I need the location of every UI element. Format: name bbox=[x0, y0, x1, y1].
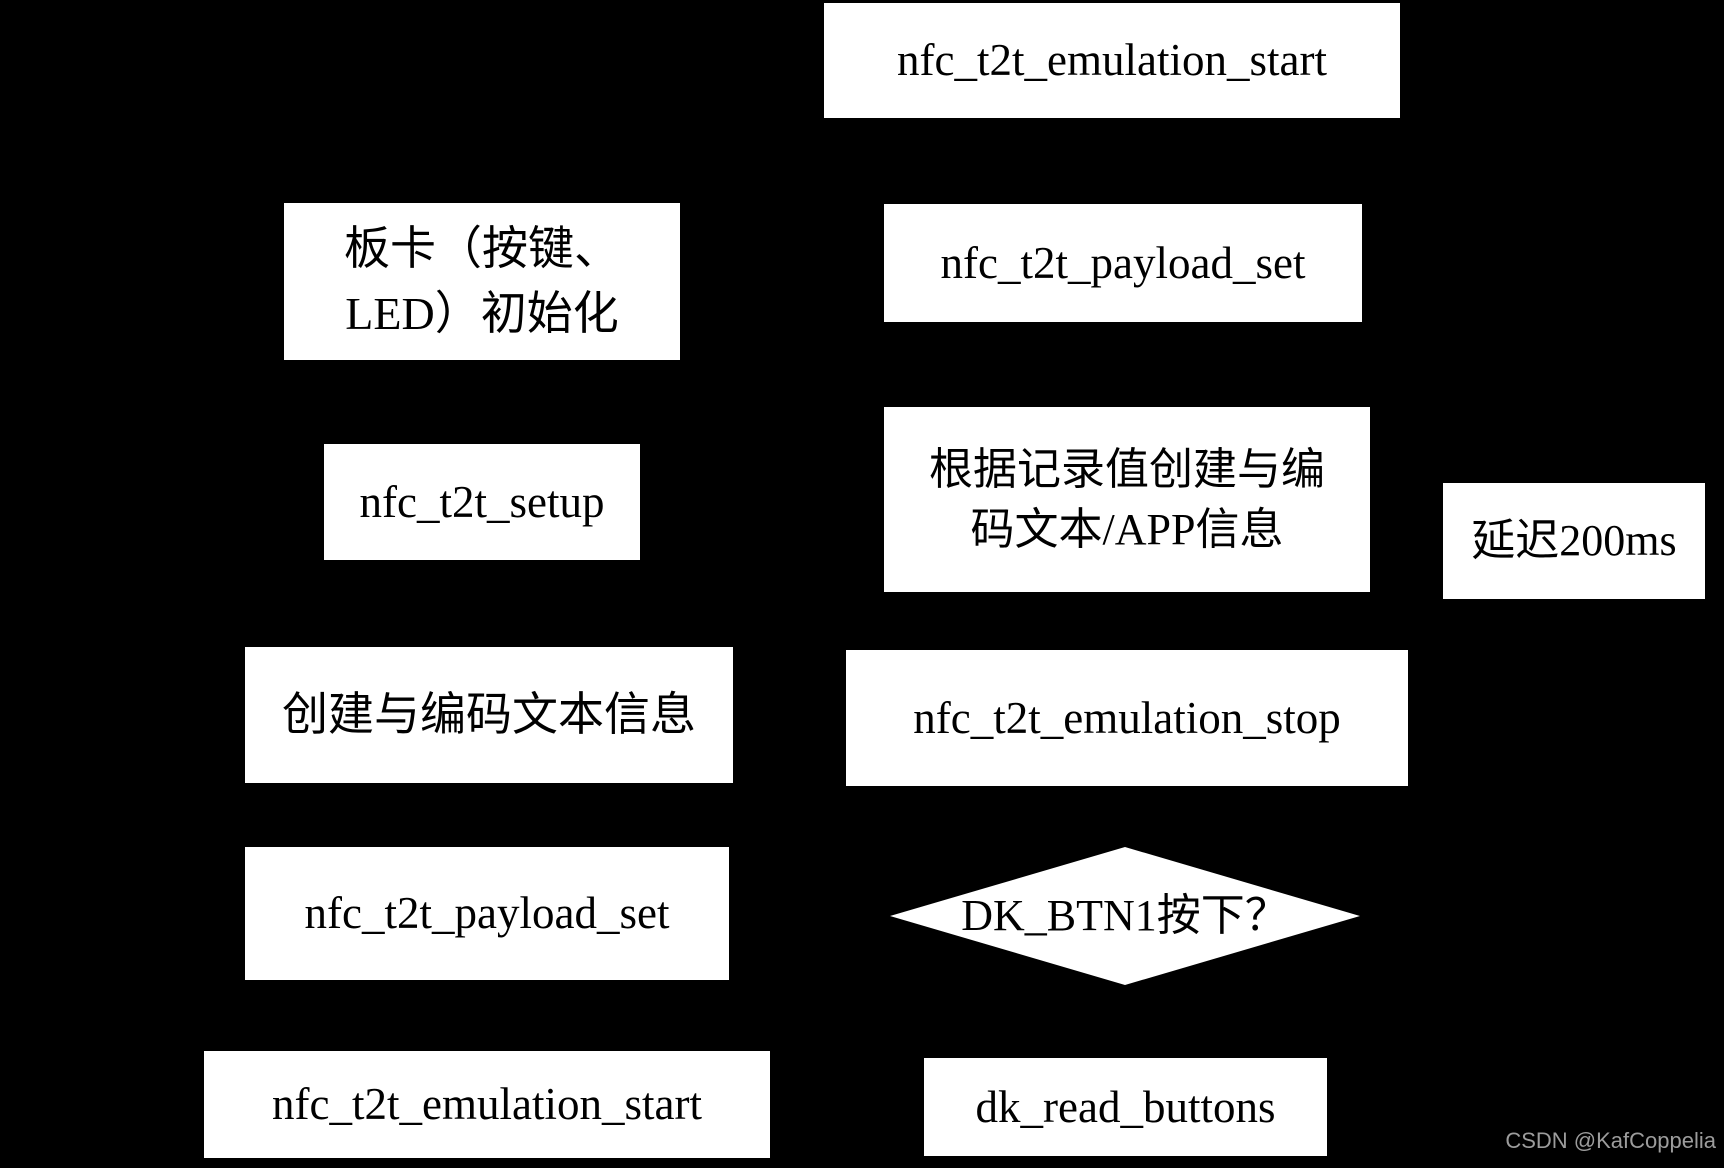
flow-node-nfc-setup: nfc_t2t_setup bbox=[324, 444, 640, 560]
flow-node-board-init: 板卡（按键、 LED）初始化 bbox=[284, 203, 680, 360]
flow-node-record-encode-info: 根据记录值创建与编 码文本/APP信息 bbox=[884, 407, 1370, 592]
flow-node-payload-set-left: nfc_t2t_payload_set bbox=[245, 847, 729, 980]
flow-node-emulation-start-bottom: nfc_t2t_emulation_start bbox=[204, 1051, 770, 1158]
flow-node-delay-200ms: 延迟200ms bbox=[1443, 483, 1705, 599]
flow-node-emulation-start-top: nfc_t2t_emulation_start bbox=[824, 3, 1400, 118]
flow-node-dk-read-buttons: dk_read_buttons bbox=[924, 1058, 1327, 1156]
csdn-watermark: CSDN @KafCoppelia bbox=[1505, 1128, 1716, 1153]
flow-node-payload-set-right: nfc_t2t_payload_set bbox=[884, 204, 1362, 322]
flow-node-create-encode-text: 创建与编码文本信息 bbox=[245, 647, 733, 783]
flow-node-emulation-stop: nfc_t2t_emulation_stop bbox=[846, 650, 1408, 786]
flow-node-btn1-pressed-decision: DK_BTN1按下？ bbox=[890, 847, 1360, 985]
